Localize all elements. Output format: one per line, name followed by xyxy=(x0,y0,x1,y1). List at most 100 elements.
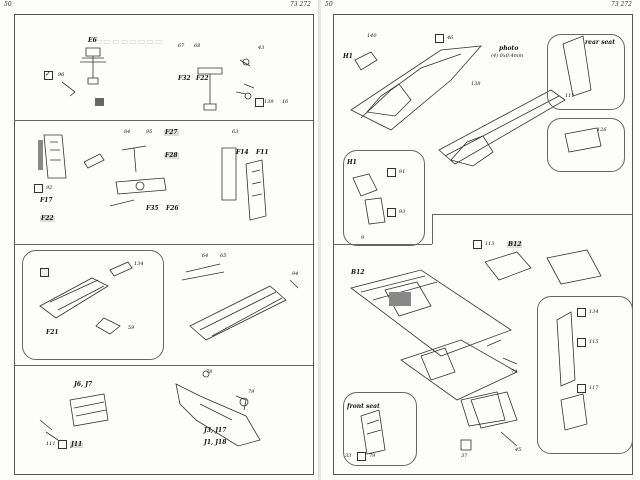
part-label: 64 xyxy=(202,253,209,259)
part-label: F22 xyxy=(196,75,209,82)
part-label: 67 xyxy=(178,43,185,49)
part-label: (4) 0x0.4mm xyxy=(491,53,524,59)
part-label: B12 xyxy=(507,241,523,248)
part-label: F32 xyxy=(178,75,191,82)
right-step2-drawing xyxy=(352,173,602,285)
part-label: 113 xyxy=(485,241,495,247)
part-label: 96 xyxy=(58,72,65,78)
detail-callout xyxy=(547,118,625,172)
left-divider-2 xyxy=(14,244,313,245)
part-label: 115 xyxy=(589,339,599,345)
part-checkbox[interactable] xyxy=(473,240,482,249)
part-label: 93 xyxy=(399,209,406,215)
part-label: F21 xyxy=(46,329,59,336)
part-label: F22 xyxy=(40,215,55,222)
part-label: 63 xyxy=(232,129,239,135)
part-label: 140 xyxy=(367,33,377,39)
part-checkbox[interactable] xyxy=(44,71,53,80)
detail-callout xyxy=(537,296,633,454)
part-label: 134 xyxy=(589,309,599,315)
part-checkbox[interactable] xyxy=(577,308,586,317)
rear-seat-callout xyxy=(547,34,625,110)
front-seat-callout xyxy=(343,392,417,466)
detail-callout xyxy=(22,250,164,360)
part-label: F28 xyxy=(164,152,179,159)
part-label: F26 xyxy=(166,205,179,212)
part-label: 9 xyxy=(361,235,365,241)
part-label: 33 xyxy=(345,453,352,459)
bleed-through-text: ▭▭▭▭▭▭▭▭ xyxy=(95,36,164,46)
part-label: 91 xyxy=(399,169,406,175)
right-page-code: 73 272 xyxy=(611,1,632,8)
page-fold xyxy=(318,0,322,480)
part-label: J1, J18 xyxy=(204,439,227,446)
part-label: 94 xyxy=(292,271,299,277)
part-label: 111 xyxy=(565,93,575,99)
part-label: 45 xyxy=(515,447,522,453)
right-step4-drawing xyxy=(360,391,518,455)
part-checkbox[interactable] xyxy=(387,168,396,177)
part-label: H1 xyxy=(347,159,357,166)
part-label: F11 xyxy=(256,149,269,156)
part-label: front seat xyxy=(347,403,380,410)
left-step3-drawing xyxy=(39,261,299,341)
part-checkbox[interactable] xyxy=(387,208,396,217)
right-page: 50 73 272 140 H1 46 photo (4) 0x0. xyxy=(321,0,640,480)
part-label: F17 xyxy=(40,197,53,204)
part-label: F35 xyxy=(146,205,159,212)
right-divider-2 xyxy=(432,214,433,244)
part-label: 138 xyxy=(471,81,481,87)
part-label: 37 xyxy=(461,453,468,459)
part-label: 111 xyxy=(46,441,56,447)
part-label: 95 xyxy=(146,129,153,135)
part-checkbox[interactable] xyxy=(577,384,586,393)
part-label: 78 xyxy=(206,369,213,375)
part-label: 92 xyxy=(46,185,53,191)
check-icon: ✓ xyxy=(45,70,51,78)
part-label: 134 xyxy=(134,261,144,267)
right-page-number: 50 xyxy=(325,1,333,8)
right-divider-3 xyxy=(432,214,632,215)
part-label: 16 xyxy=(282,99,289,105)
left-divider-1 xyxy=(14,120,313,121)
part-label: J3, J17 xyxy=(204,427,227,434)
part-label: rear seat xyxy=(585,39,615,46)
left-step2-drawing xyxy=(38,134,267,221)
part-checkbox[interactable] xyxy=(40,268,49,277)
part-label: 65 xyxy=(220,253,227,259)
part-label: 139 xyxy=(264,99,274,105)
part-checkbox[interactable] xyxy=(577,338,586,347)
part-label: J6, J7 xyxy=(74,381,93,388)
part-checkbox[interactable] xyxy=(58,440,67,449)
part-label: F14 xyxy=(236,149,249,156)
part-label: 59 xyxy=(128,325,135,331)
part-label: 117 xyxy=(589,385,599,391)
left-step1-drawing xyxy=(61,47,255,111)
part-label: J11 xyxy=(70,441,84,448)
part-checkbox[interactable] xyxy=(435,34,444,43)
part-checkbox[interactable] xyxy=(357,452,366,461)
part-label: 68 xyxy=(194,43,201,49)
detail-callout xyxy=(343,150,425,246)
left-page: 50 73 272 ▭▭▭▭▭▭▭▭ E6 ✓ 96 67 xyxy=(0,0,319,480)
part-label: 84 xyxy=(124,129,131,135)
part-label: H1 xyxy=(343,53,353,60)
left-step4-drawing xyxy=(39,370,261,447)
part-checkbox[interactable] xyxy=(34,184,43,193)
right-step3-drawing xyxy=(350,269,588,431)
part-label: B12 xyxy=(351,269,365,276)
left-page-number: 50 xyxy=(4,1,12,8)
part-label: 79 xyxy=(369,453,376,459)
left-divider-3 xyxy=(14,365,313,366)
left-page-code: 73 272 xyxy=(290,1,311,8)
part-label: E6 xyxy=(88,37,97,44)
part-label: 43 xyxy=(258,45,265,51)
part-label: 126 xyxy=(597,127,607,133)
right-step1-drawing xyxy=(350,35,602,167)
part-label: 79 xyxy=(511,369,518,375)
part-label: F27 xyxy=(164,129,179,136)
part-label: 46 xyxy=(447,35,454,41)
right-divider-1 xyxy=(333,244,432,245)
part-checkbox[interactable] xyxy=(255,98,264,107)
